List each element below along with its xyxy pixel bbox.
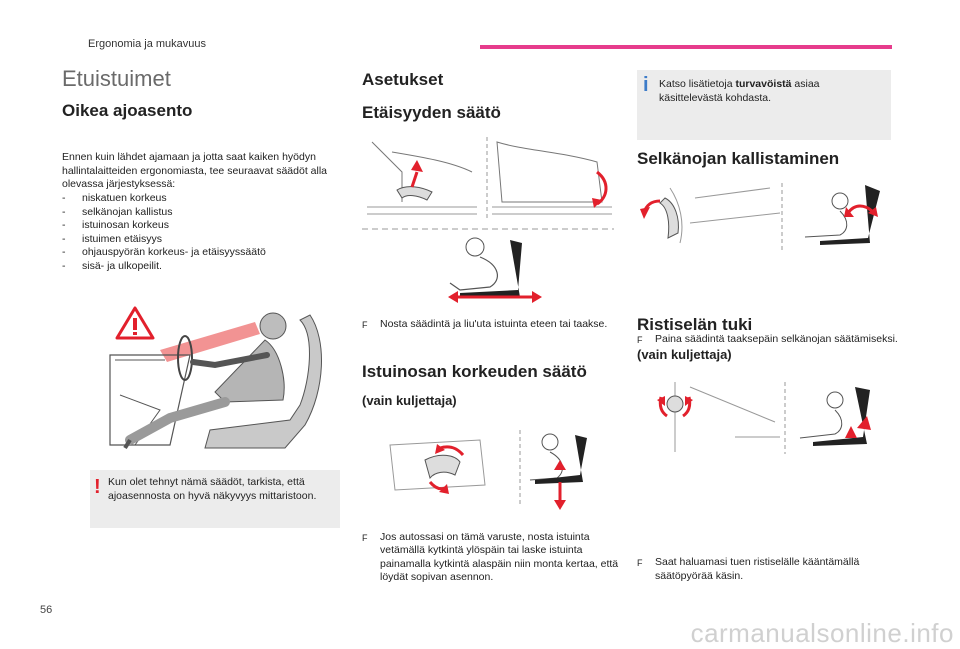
list-item: istuimen etäisyys — [62, 233, 338, 247]
adjustment-list: niskatuen korkeus selkänojan kallistus i… — [62, 192, 338, 273]
warning-text: Kun olet tehnyt nämä säädöt, tarkista, e… — [108, 476, 317, 502]
list-item: ohjauspyörän korkeus- ja etäisyyssäätö — [62, 246, 338, 260]
warning-box: ! Kun olet tehnyt nämä säädöt, tarkista,… — [90, 470, 340, 528]
seat-height-illustration — [389, 430, 587, 510]
page-title: Etuistuimet — [62, 66, 171, 91]
bullet-icon: F — [362, 320, 368, 330]
bullet-icon: F — [637, 558, 643, 568]
driving-position-illustration — [109, 306, 322, 450]
watermark-url: carmanualsonline.info — [690, 618, 954, 648]
header-accent-bar — [480, 45, 892, 49]
page-number: 56 — [40, 604, 53, 616]
list-item: niskatuen korkeus — [62, 192, 338, 206]
sightline-beam — [160, 322, 260, 362]
list-item: selkänojan kallistus — [62, 206, 338, 220]
recline-illustration — [640, 183, 880, 253]
section-header: Ergonomia ja mukavuus — [88, 38, 207, 50]
heading-settings: Asetukset — [362, 70, 444, 89]
heading-recline: Selkänojan kallistaminen — [637, 149, 840, 168]
recline-instruction: F Paina säädintä taaksepäin selkänojan s… — [637, 333, 907, 347]
warning-exclamation-icon: ! — [94, 476, 101, 498]
distance-instruction: F Nosta säädintä ja liu'uta istuinta ete… — [362, 318, 630, 332]
lumbar-instruction: F Saat haluamasi tuen ristiselälle käänt… — [637, 556, 860, 582]
lumbar-illustration — [657, 382, 871, 454]
heading-distance: Etäisyyden säätö — [362, 103, 501, 122]
warning-triangle-icon — [115, 306, 155, 340]
seatbelts-link[interactable]: turvavöistä — [735, 78, 792, 90]
info-box: i Katso lisätietoja turvavöistä asiaa kä… — [637, 70, 891, 140]
seat-distance-figure — [448, 237, 542, 303]
bullet-icon: F — [362, 532, 368, 543]
lumbar-driver-only-note: (vain kuljettaja) — [637, 347, 732, 362]
heading-correct-position: Oikea ajoasento — [62, 101, 193, 120]
driver-only-note: (vain kuljettaja) — [362, 393, 457, 408]
list-item: sisä- ja ulkopeilit. — [62, 260, 338, 274]
heading-lumbar: Ristiselän tuki — [637, 315, 753, 334]
bullet-icon: F — [637, 334, 643, 345]
seat-rail-illustration — [362, 132, 614, 230]
list-item: istuinosan korkeus — [62, 219, 338, 233]
height-instruction: F Jos autossasi on tämä varuste, nosta i… — [362, 530, 619, 584]
heading-seat-height: Istuinosan korkeuden säätö — [362, 362, 587, 381]
info-icon: i — [643, 74, 649, 96]
intro-text: Ennen kuin lähdet ajamaan ja jotta saat … — [62, 151, 328, 190]
info-text: Katso lisätietoja turvavöistä asiaa käsi… — [659, 78, 820, 104]
